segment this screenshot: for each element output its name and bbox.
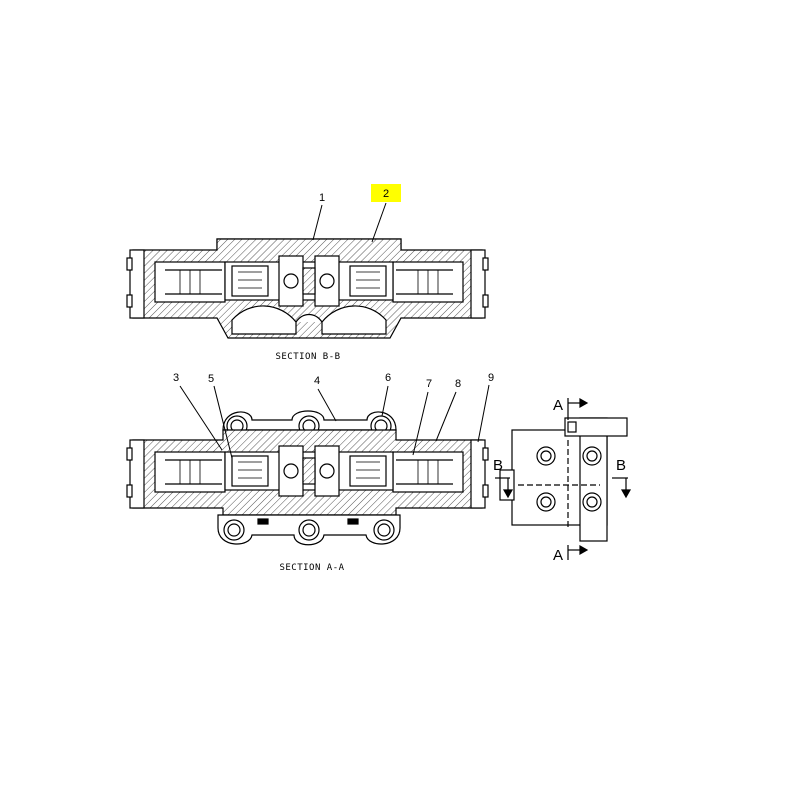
callout-3[interactable]: 3 [173, 372, 179, 384]
section-bb-view [126, 238, 489, 339]
section-bb-caption: SECTION B-B [275, 352, 340, 362]
section-aa-view [126, 410, 489, 546]
marker-a-bottom: A [553, 547, 563, 564]
marker-b-right: B [616, 457, 626, 474]
callout-9[interactable]: 9 [488, 372, 494, 384]
end-view [495, 397, 632, 560]
section-aa-caption: SECTION A-A [279, 563, 344, 573]
callout-leaders [179, 202, 490, 459]
callout-8[interactable]: 8 [455, 378, 461, 390]
marker-b-left: B [493, 457, 503, 474]
callout-2-highlight [371, 184, 401, 202]
callout-2[interactable]: 2 [383, 188, 389, 200]
callout-1[interactable]: 1 [319, 192, 325, 204]
callout-5[interactable]: 5 [208, 373, 214, 385]
callout-7[interactable]: 7 [426, 378, 432, 390]
callout-4[interactable]: 4 [314, 375, 320, 387]
marker-a-top: A [553, 397, 563, 414]
callout-6[interactable]: 6 [385, 372, 391, 384]
